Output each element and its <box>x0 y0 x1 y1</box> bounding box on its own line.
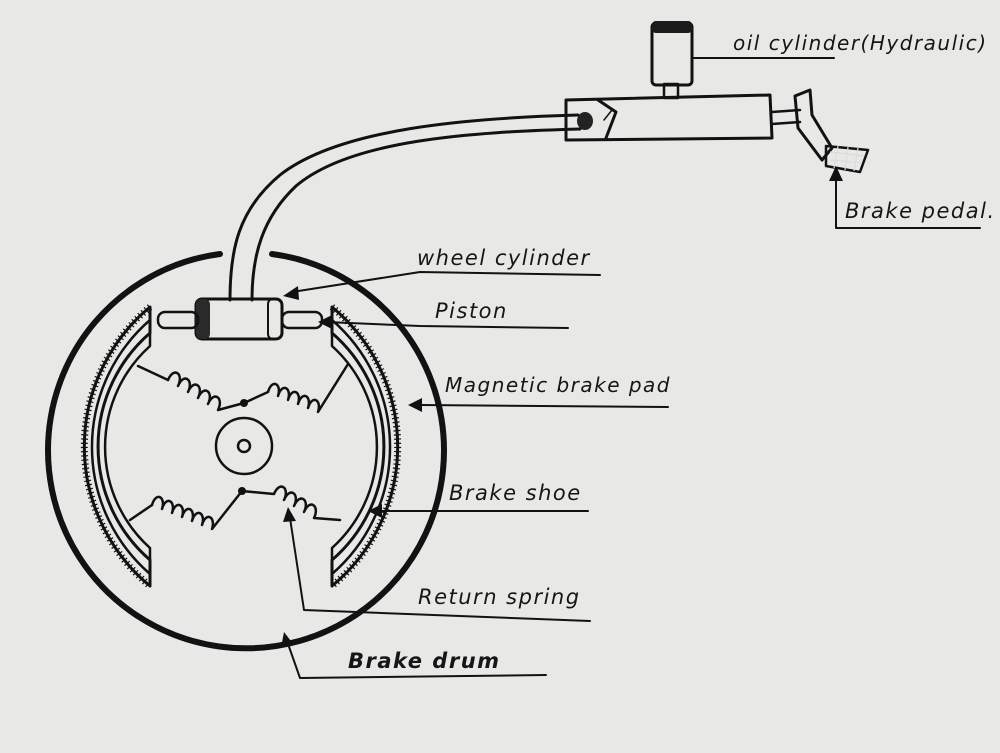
magnetic-brake-pad-left <box>90 318 152 576</box>
leader-wheel-cylinder <box>283 271 601 300</box>
return-spring-lower <box>128 485 342 531</box>
hydraulic-brake-line <box>228 113 582 302</box>
leader-magnetic-brake-pad <box>408 398 669 412</box>
leader-brake-pedal <box>829 166 981 229</box>
magnetic-brake-pad-right <box>330 318 392 576</box>
leader-brake-drum <box>281 632 547 679</box>
brake-shoe-left <box>80 304 153 589</box>
label-piston: Piston <box>435 299 508 323</box>
label-brake-shoe: Brake shoe <box>449 481 582 505</box>
label-magnetic-brake-pad: Magnetic brake pad <box>445 373 671 397</box>
brake-shoe-right <box>329 304 402 589</box>
brake-pedal <box>793 88 870 174</box>
leader-piston <box>318 315 569 329</box>
label-brake-pedal: Brake pedal. <box>845 199 996 223</box>
piston-left <box>156 310 200 330</box>
leader-brake-shoe <box>368 504 589 518</box>
leader-return-spring <box>283 507 591 622</box>
wheel-hub <box>214 416 274 476</box>
label-return-spring: Return spring <box>418 585 581 609</box>
brake-drum <box>45 251 447 652</box>
label-brake-drum: Brake drum <box>348 649 501 673</box>
label-wheel-cylinder: wheel cylinder <box>417 246 591 270</box>
return-spring-upper <box>136 362 350 414</box>
label-oil-cylinder: oil cylinder(Hydraulic) <box>733 31 988 55</box>
oil-cylinder-reservoir <box>650 21 694 100</box>
